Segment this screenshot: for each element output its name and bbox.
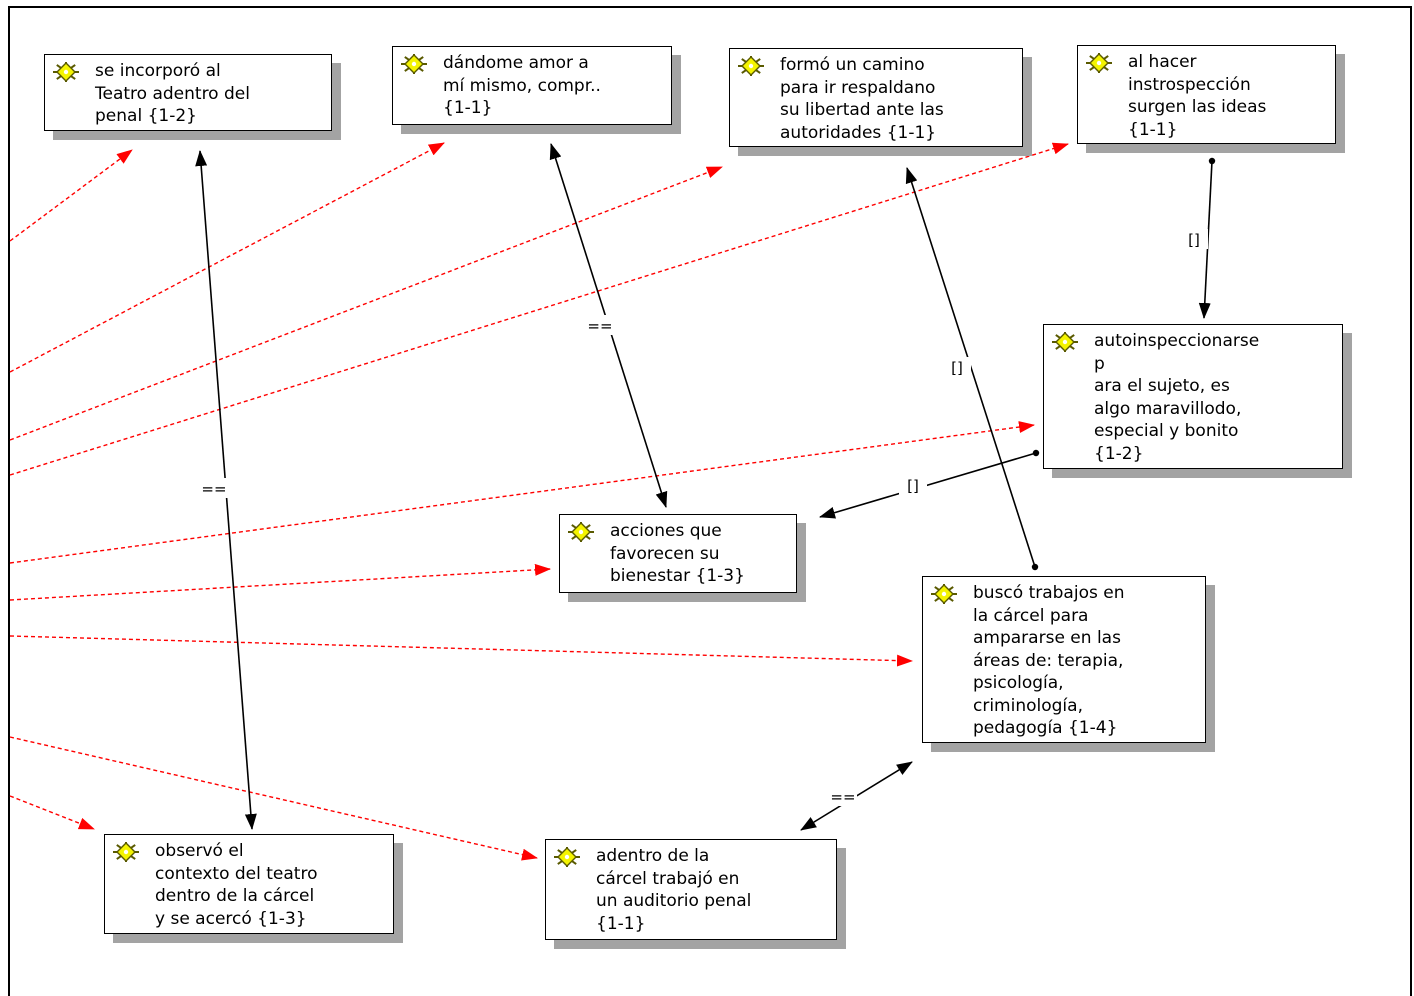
node-label: formó un camino para ir respaldano su li… xyxy=(780,55,944,143)
relation-label-bg xyxy=(586,315,614,335)
code-node-n9[interactable]: adentro de la cárcel trabajó en un audit… xyxy=(545,839,837,940)
relation-label-r2: == xyxy=(587,317,612,335)
code-sun-icon xyxy=(399,53,429,75)
offscreen-link-n9[interactable] xyxy=(9,736,538,861)
code-node-n4[interactable]: al hacer instrospección surgen las ideas… xyxy=(1077,45,1336,144)
relation-line-r5[interactable] xyxy=(819,449,1040,519)
offscreen-link-n3[interactable] xyxy=(9,166,723,441)
offscreen-link-n5[interactable] xyxy=(9,421,1035,564)
offscreen-link-n4[interactable] xyxy=(9,142,1069,476)
relation-label-bg xyxy=(829,786,857,806)
relation-label-r3: [] xyxy=(951,359,963,377)
node-label: se incorporó al Teatro adentro del penal… xyxy=(95,61,250,126)
code-sun-icon xyxy=(1050,331,1080,353)
code-node-n3[interactable]: formó un camino para ir respaldano su li… xyxy=(729,48,1023,147)
view-frame xyxy=(8,6,1412,996)
code-sun-icon xyxy=(736,55,766,77)
node-label: adentro de la cárcel trabajó en un audit… xyxy=(596,846,752,934)
relation-label-r6: == xyxy=(830,788,855,806)
node-label: autoinspeccionarse p ara el sujeto, es a… xyxy=(1094,331,1260,464)
offscreen-link-n2[interactable] xyxy=(9,142,445,373)
code-sun-icon xyxy=(929,583,959,605)
offscreen-link-n7[interactable] xyxy=(9,635,913,667)
code-node-n5[interactable]: autoinspeccionarse p ara el sujeto, es a… xyxy=(1043,324,1343,469)
code-sun-icon xyxy=(566,521,596,543)
offscreen-link-n8[interactable] xyxy=(9,795,95,830)
code-node-n1[interactable]: se incorporó al Teatro adentro del penal… xyxy=(44,54,332,131)
relation-label-r1: == xyxy=(201,480,226,498)
offscreen-link-n1[interactable] xyxy=(9,149,133,242)
relation-label-bg xyxy=(899,475,927,495)
code-node-n7[interactable]: buscó trabajos en la cárcel para amparar… xyxy=(922,576,1206,743)
relation-label-r4: [] xyxy=(1188,231,1200,249)
relation-label-bg xyxy=(200,478,228,498)
node-label: al hacer instrospección surgen las ideas… xyxy=(1128,52,1267,140)
node-label: observó el contexto del teatro dentro de… xyxy=(155,841,318,929)
offscreen-link-n6[interactable] xyxy=(9,563,551,601)
relation-label-bg xyxy=(1180,229,1208,249)
code-sun-icon xyxy=(51,61,81,83)
relation-label-bg xyxy=(943,357,971,377)
code-sun-icon xyxy=(1084,52,1114,74)
node-label: acciones que favorecen su bienestar {1-3… xyxy=(610,521,745,586)
relation-label-r5: [] xyxy=(907,477,919,495)
code-node-n6[interactable]: acciones que favorecen su bienestar {1-3… xyxy=(559,514,797,593)
code-node-n8[interactable]: observó el contexto del teatro dentro de… xyxy=(104,834,394,934)
code-node-n2[interactable]: dándome amor a mí mismo, compr.. {1-1} xyxy=(392,46,672,125)
code-sun-icon xyxy=(111,841,141,863)
node-label: dándome amor a mí mismo, compr.. {1-1} xyxy=(443,53,601,118)
code-sun-icon xyxy=(552,846,582,868)
node-label: buscó trabajos en la cárcel para amparar… xyxy=(973,583,1125,738)
